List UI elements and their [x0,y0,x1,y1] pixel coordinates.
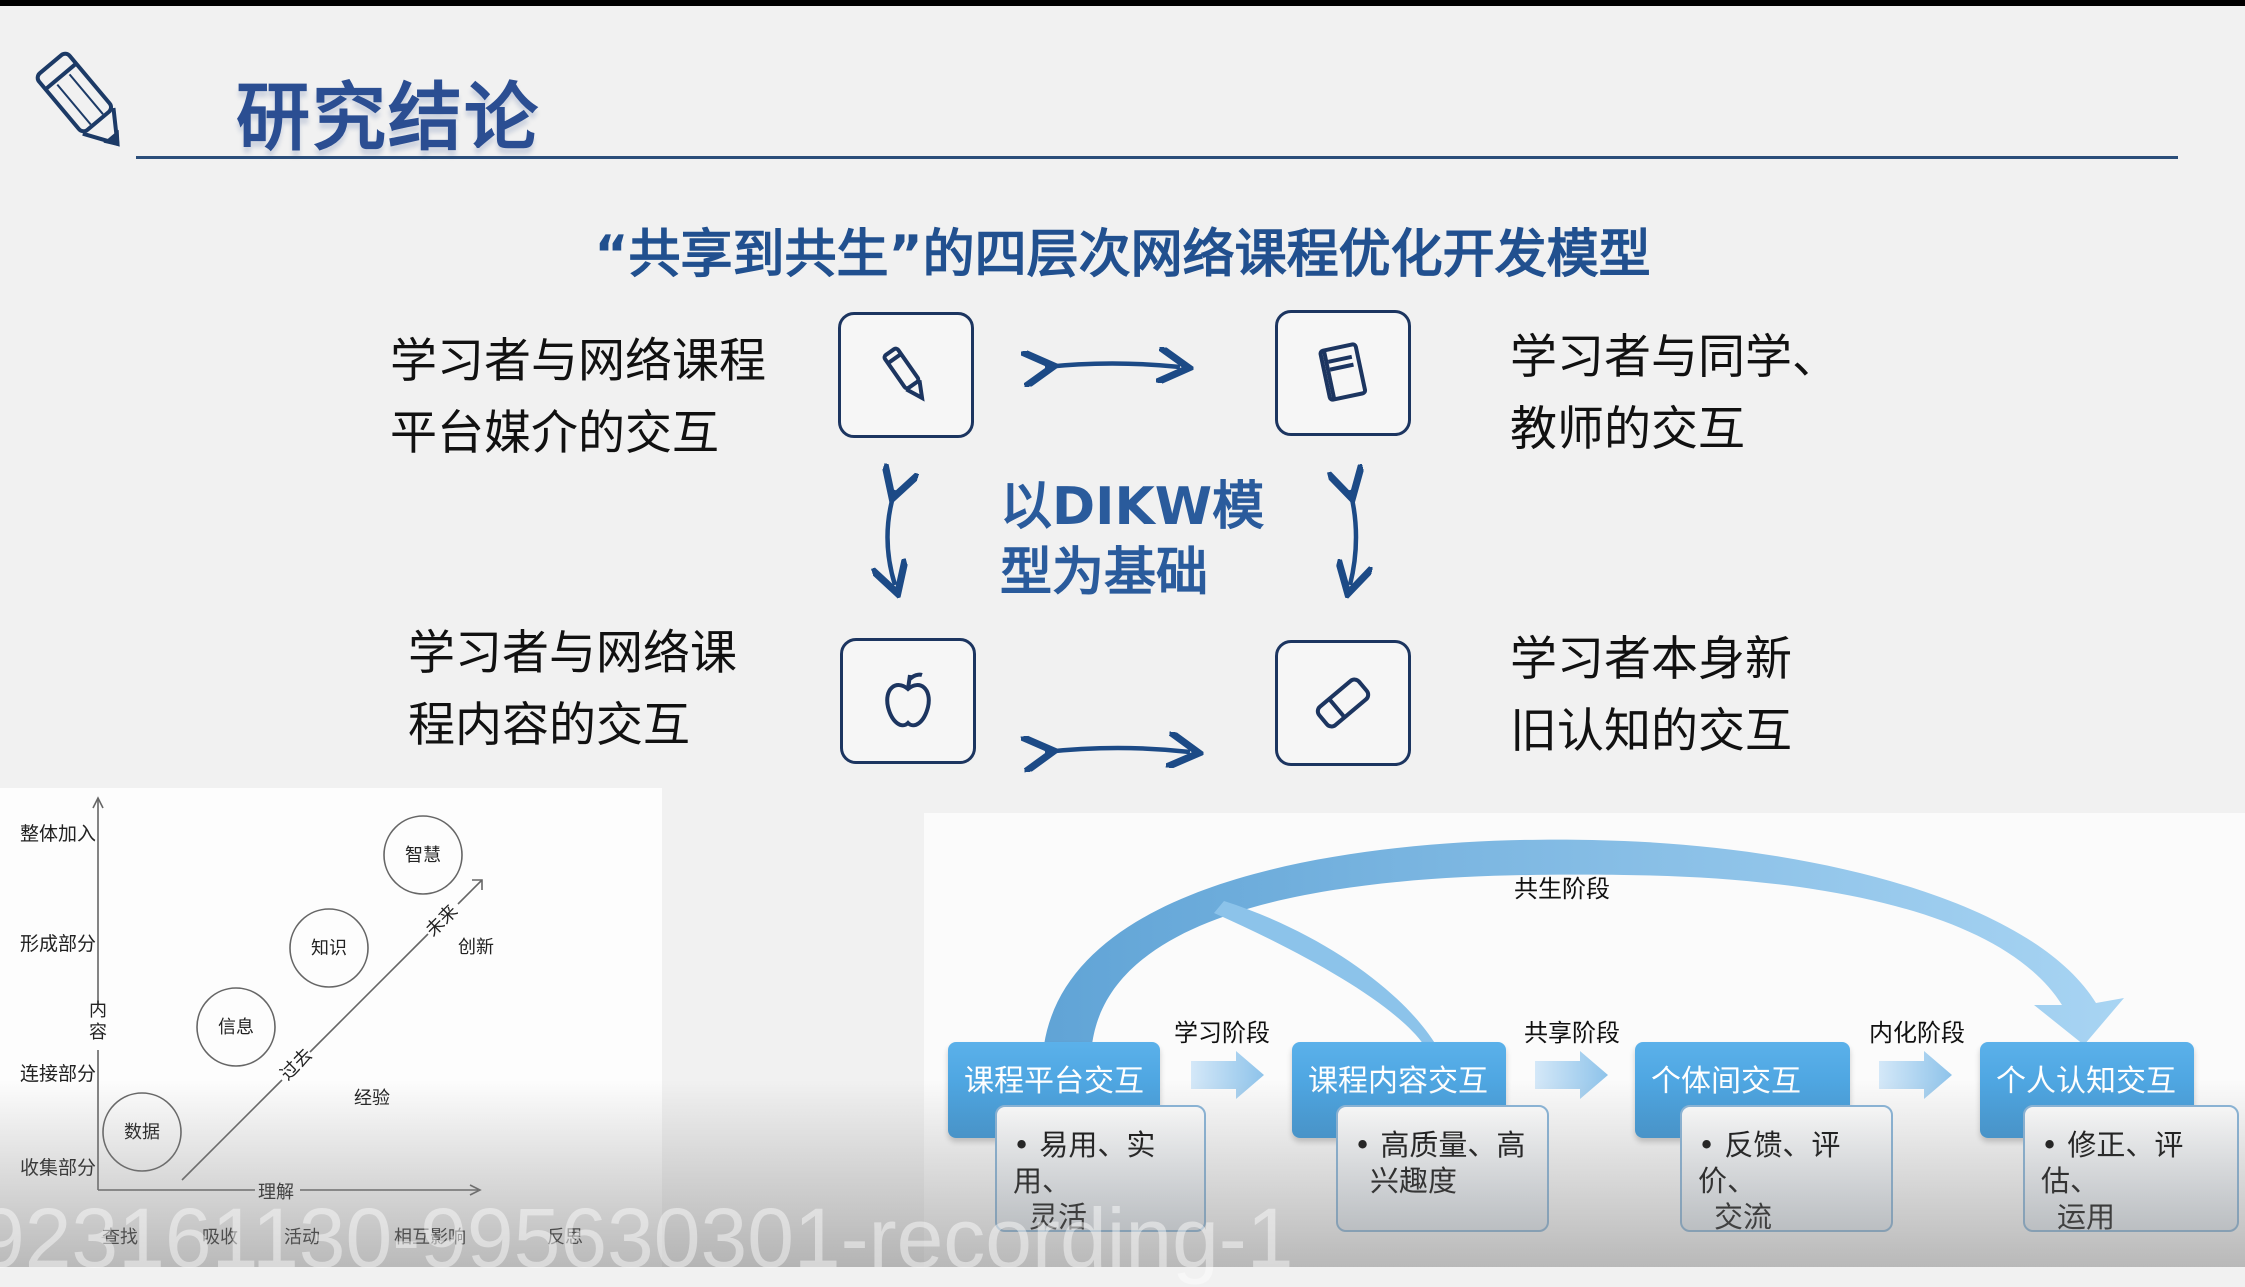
text-line: 程内容的交互 [408,698,690,753]
text-line: 学习者与网络课 [408,626,737,681]
circle-label: 信息 [218,1017,254,1038]
detail-box: • 高质量、高兴趣度 [1336,1105,1549,1232]
top-bar [0,0,2245,6]
pencil-icon [838,312,974,438]
interaction-bottom-left: 学习者与网络课 程内容的交互 [408,618,737,762]
symbiosis-stage-label: 共生阶段 [1514,875,1610,903]
stage-arrow [1191,1051,1264,1099]
detail-line: 运用 [2057,1200,2116,1234]
apple-icon [840,638,976,764]
circle-knowledge [289,908,369,988]
arrow-bottom-horizontal [1045,748,1190,752]
symbiosis-arc-arrow [1044,839,2124,1045]
title-underline [136,156,2178,159]
innovation-label: 创新 [458,937,494,958]
stage-label: 内化阶段 [1869,1019,1965,1047]
detail-box: • 反馈、评价、交流 [1680,1105,1893,1234]
text-line: 学习者本身新 [1510,632,1792,687]
circle-information [196,987,276,1067]
secondary-arc [1214,901,1436,1045]
y-level: 连接部分 [20,1063,96,1085]
text-line: 以DIKW模 [1000,477,1265,537]
detail-line: 兴趣度 [1370,1164,1458,1198]
y-level: 整体加入 [20,823,96,845]
text-line: 型为基础 [1000,543,1209,603]
text-line: 旧认知的交互 [1510,704,1792,759]
detail-line: • 反馈、评价、 [1698,1128,1841,1198]
pencil-logo-icon [28,48,140,164]
detail-line: • 易用、实用、 [1013,1128,1156,1198]
text-line: 教师的交互 [1510,402,1745,457]
interaction-top-right: 学习者与同学、 教师的交互 [1510,322,1839,466]
interaction-bottom-right: 学习者本身新 旧认知的交互 [1510,624,1792,768]
stage-arrow [1879,1051,1952,1099]
circle-label: 知识 [311,938,347,959]
model-subtitle: “共享到共生”的四层次网络课程优化开发模型 [594,225,1651,285]
text-line: 平台媒介的交互 [390,406,719,461]
stage-arrow [1535,1051,1608,1099]
eraser-icon [1275,640,1411,766]
slide-title: 研究结论 [236,75,540,161]
detail-line: • 高质量、高 [1354,1128,1526,1162]
book-icon [1275,310,1411,436]
y-axis-label-char: 容 [89,1022,107,1043]
circle-wisdom [383,815,463,895]
cycle-arrows [0,0,2245,800]
text-line: 学习者与网络课程 [390,334,766,389]
text-line: 学习者与同学、 [1510,330,1839,385]
y-level: 形成部分 [20,933,96,955]
arrow-top-horizontal [1045,364,1180,368]
circle-label: 数据 [124,1122,160,1143]
stage-label: 学习阶段 [1174,1019,1270,1047]
arrow-left-vertical [888,490,896,585]
interaction-top-left: 学习者与网络课程 平台媒介的交互 [390,326,766,470]
circle-label: 智慧 [405,845,441,866]
dikw-center-label: 以DIKW模 型为基础 [1000,474,1264,606]
detail-line: • 修正、评估、 [2041,1128,2184,1198]
detail-line: 交流 [1714,1200,1773,1234]
recording-watermark: 923161130-995630301-recording-1 [0,1191,1294,1285]
arrow-right-vertical [1350,490,1356,585]
experience-label: 经验 [354,1088,390,1109]
detail-box: • 修正、评估、运用 [2023,1105,2239,1234]
y-level: 收集部分 [20,1157,96,1179]
stage-label: 共享阶段 [1524,1019,1620,1047]
y-axis-label-char: 内 [89,1000,107,1021]
